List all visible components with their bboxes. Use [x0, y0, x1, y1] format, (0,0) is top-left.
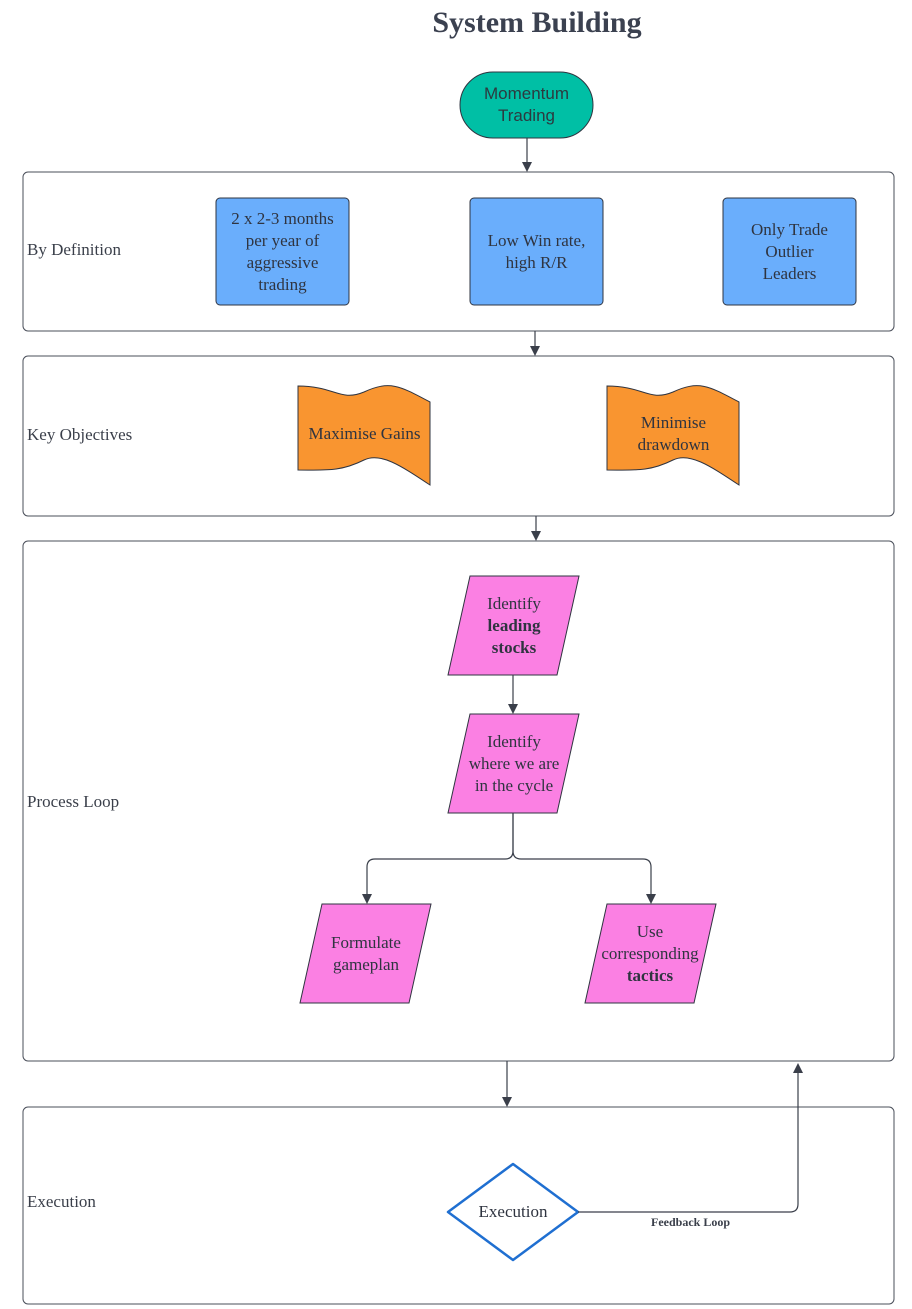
- definition-box-1-line-1: 2 x 2-3 months: [231, 208, 334, 228]
- definition-box-3-shape: [722, 197, 857, 306]
- definition-box-1-line-4: trading: [258, 274, 307, 294]
- process-step-1-line-2: leading: [487, 615, 541, 635]
- process-step-2-line-3: in the cycle: [474, 775, 554, 795]
- page-title: System Building: [432, 6, 642, 39]
- connector-step2-to-step3: [362, 813, 514, 904]
- connector-feedback-loop: [578, 1063, 803, 1213]
- definition-box-3-line-3: Leaders: [762, 263, 817, 283]
- execution-diamond-shape: [446, 1162, 580, 1262]
- process-step-3-line-2: gameplan: [332, 954, 400, 974]
- process-step-2-line-2: where we are: [468, 753, 560, 773]
- definition-box-2-line-2: high R/R: [505, 252, 568, 272]
- process-step-3[interactable]: Formulate gameplan: [312, 904, 420, 1003]
- process-step-4-line-2: corresponding: [601, 943, 699, 963]
- objective-2-line-2: drawdown: [637, 435, 710, 454]
- process-step-2-shape: [447, 713, 580, 814]
- objective-2[interactable]: Minimise drawdown: [607, 396, 740, 472]
- definition-box-2[interactable]: Low Win rate, high R/R: [470, 198, 603, 305]
- process-step-4[interactable]: Use corresponding tactics: [592, 904, 708, 1003]
- definition-box-1-line-3: aggressive: [246, 252, 319, 272]
- objective-1-shape: [297, 385, 431, 486]
- definition-box-2-shape: [469, 197, 604, 306]
- objective-1[interactable]: Maximise Gains: [298, 396, 431, 472]
- process-step-1-line-3: stocks: [491, 637, 537, 657]
- process-step-1[interactable]: Identify leading stocks: [460, 576, 568, 675]
- start-node-line-2: Trading: [497, 106, 555, 125]
- connector-step2-to-step4: [512, 813, 656, 904]
- process-step-3-shape: [299, 903, 432, 1004]
- lane-label-process: Process Loop: [27, 792, 120, 811]
- start-node[interactable]: Momentum Trading: [460, 72, 593, 138]
- process-step-2-line-1: Identify: [487, 731, 541, 751]
- definition-box-3-line-2: Outlier: [765, 241, 814, 261]
- lane-label-definition: By Definition: [27, 240, 121, 259]
- objective-1-line-1: Maximise Gains: [308, 424, 421, 443]
- start-node-line-1: Momentum: [483, 84, 570, 103]
- process-step-1-shape: [447, 575, 580, 676]
- definition-box-3-line-1: Only Trade: [751, 219, 828, 239]
- process-step-1-line-1: Identify: [487, 593, 541, 613]
- lane-label-execution: Execution: [27, 1192, 96, 1211]
- process-step-4-shape: [584, 903, 717, 1004]
- feedback-loop-label: Feedback Loop: [651, 1215, 731, 1229]
- definition-box-1-line-2: per year of: [245, 230, 320, 250]
- lane-label-objectives: Key Objectives: [27, 425, 133, 444]
- definition-box-1-shape: [215, 197, 350, 306]
- process-step-4-line-3: tactics: [626, 965, 674, 985]
- objective-2-shape: [606, 385, 740, 486]
- lane-objectives-box: [22, 355, 895, 517]
- process-step-2[interactable]: Identify where we are in the cycle: [456, 714, 572, 813]
- execution-node[interactable]: Execution: [448, 1164, 578, 1260]
- definition-box-2-line-1: Low Win rate,: [487, 230, 586, 250]
- execution-node-label: Execution: [478, 1202, 548, 1221]
- process-step-4-line-1: Use: [636, 921, 664, 941]
- objective-2-line-1: Minimise: [640, 413, 707, 432]
- definition-box-3[interactable]: Only Trade Outlier Leaders: [723, 198, 856, 305]
- definition-box-1[interactable]: 2 x 2-3 months per year of aggressive tr…: [216, 198, 349, 305]
- process-step-3-line-1: Formulate: [331, 932, 401, 952]
